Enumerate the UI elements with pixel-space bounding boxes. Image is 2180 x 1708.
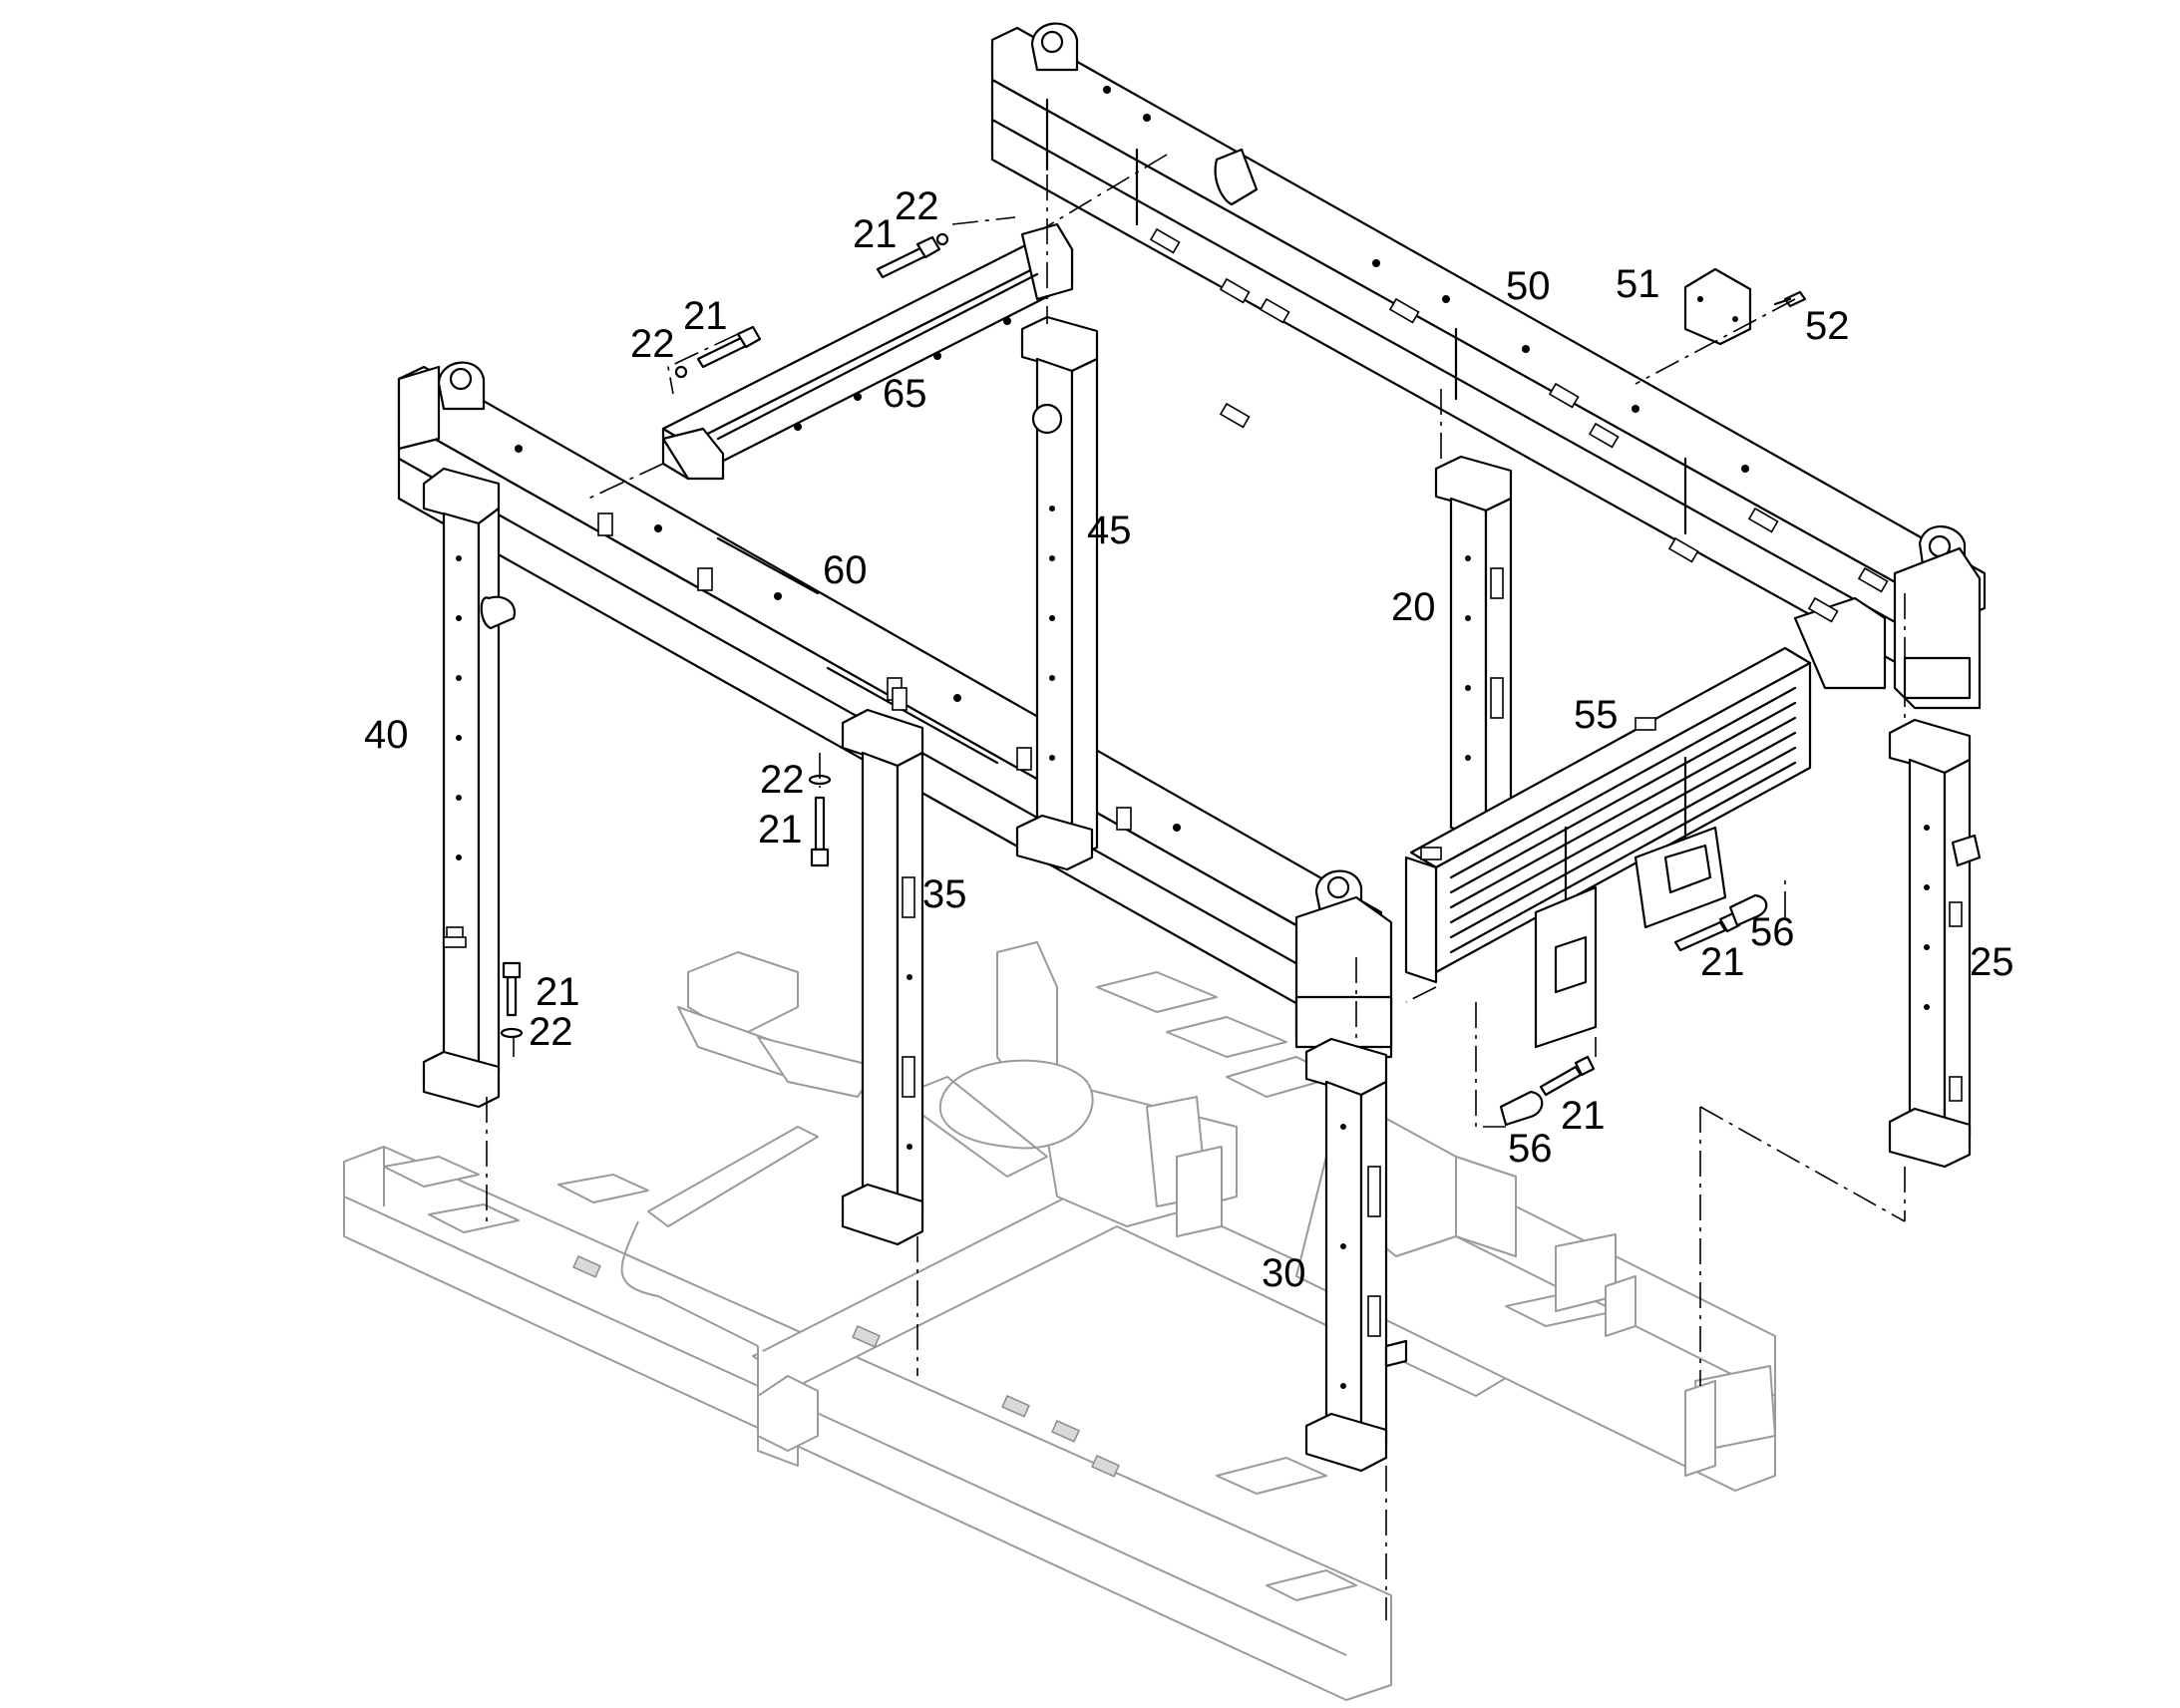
column-25 bbox=[1888, 718, 1982, 1169]
grille-55 bbox=[1404, 646, 1812, 1049]
base-chassis-ghost bbox=[343, 941, 1776, 1701]
callout-20: 20 bbox=[1391, 585, 1436, 629]
column-35 bbox=[841, 708, 924, 1246]
callout-51: 51 bbox=[1616, 262, 1660, 306]
column-30 bbox=[1304, 1037, 1408, 1473]
callout-52: 52 bbox=[1805, 304, 1850, 348]
callout-21-lower-left: 21 bbox=[536, 970, 580, 1014]
callout-labels: 21 22 21 22 65 50 51 52 45 60 20 55 40 2… bbox=[364, 184, 2014, 1295]
callout-22-left: 22 bbox=[630, 322, 675, 366]
callout-21-top: 21 bbox=[853, 212, 898, 256]
callout-21-left: 21 bbox=[683, 294, 728, 338]
plate-51 bbox=[1683, 267, 1752, 346]
callout-21-mid: 21 bbox=[758, 808, 803, 852]
callout-25: 25 bbox=[1970, 940, 2014, 984]
callout-65: 65 bbox=[883, 372, 927, 416]
callout-21-right: 21 bbox=[1700, 940, 1745, 984]
assembly-lines bbox=[486, 154, 1906, 1620]
column-20 bbox=[1434, 455, 1513, 840]
callout-22-lower-left: 22 bbox=[529, 1010, 573, 1054]
callout-40: 40 bbox=[364, 713, 409, 757]
callout-45: 45 bbox=[1087, 509, 1132, 552]
callout-56-lower: 56 bbox=[1508, 1127, 1553, 1171]
beam-50 bbox=[990, 22, 1987, 710]
callout-21-lower-right: 21 bbox=[1561, 1094, 1606, 1138]
column-45 bbox=[1015, 315, 1099, 871]
column-40 bbox=[422, 467, 517, 1109]
callout-50: 50 bbox=[1506, 264, 1551, 308]
screw-52 bbox=[1773, 290, 1807, 308]
callout-30: 30 bbox=[1262, 1251, 1306, 1295]
beam-65 bbox=[661, 222, 1074, 481]
callout-22-mid: 22 bbox=[760, 758, 805, 802]
callout-22-top: 22 bbox=[895, 184, 939, 228]
callout-55: 55 bbox=[1574, 693, 1619, 737]
callout-60: 60 bbox=[823, 548, 868, 592]
callout-35: 35 bbox=[922, 872, 967, 916]
callout-56-right: 56 bbox=[1750, 910, 1795, 954]
